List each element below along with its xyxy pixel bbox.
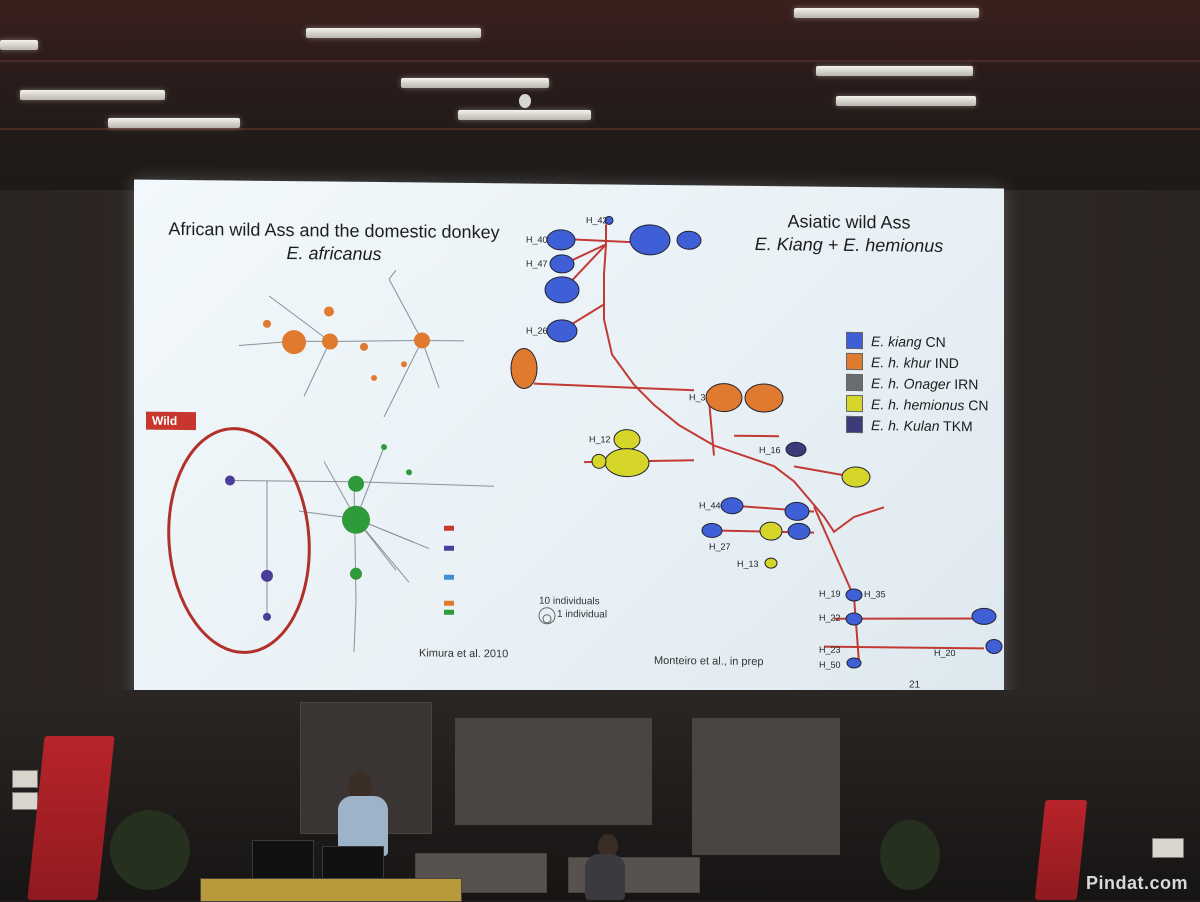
plant [110,810,190,890]
legend-row-kulan: E. h. Kulan TKM [846,414,989,436]
ceiling-light [816,66,973,76]
scale-key: 10 individuals 1 individual [539,596,607,621]
blue-haplotype-node [785,502,809,520]
species-legend: E. kiang CN E. h. khur IND E. h. Onager … [846,330,989,436]
ceiling-light [108,118,240,128]
legend-row-kiang: E. kiang CN [846,330,989,352]
blue-haplotype-node [846,589,862,601]
haplotype-label: H_50 [819,660,841,670]
haplotype-label: H_35 [864,589,886,599]
blue-haplotype-node [547,230,575,250]
wall-sign [1152,838,1184,858]
credit-right: Monteiro et al., in prep [654,655,763,668]
watermark: Pindat.com [1086,873,1188,894]
legend-row-onager: E. h. Onager IRN [846,372,989,394]
blue-haplotype-node [547,320,577,342]
blue-haplotype-node [788,523,810,539]
stage [0,690,1200,900]
wall-sign [12,792,38,810]
orange-haplotype-node [745,384,783,412]
ceiling-light [794,8,979,18]
kulan-haplotype-node [786,442,806,456]
haplotype-label: H_16 [759,445,781,455]
ceiling-light [458,110,591,120]
legend-swatch-grey [846,374,863,391]
scale-key-small: 1 individual [539,609,607,621]
whiteboard [692,718,840,855]
legend-text: E. kiang CN [871,333,946,350]
security-camera [519,94,531,108]
monitor [252,840,314,882]
blue-haplotype-node [702,523,722,537]
slide-page-number: 21 [909,680,920,691]
blue-haplotype-node [630,225,670,255]
haplotype-label: H_42 [586,215,608,225]
yellow-haplotype-node [592,454,606,468]
projection-screen: African wild Ass and the domestic donkey… [134,179,1004,710]
ceiling-light [401,78,549,88]
haplotype-label: H_26 [526,326,548,336]
blue-haplotype-node [721,498,743,514]
legend-swatch-yellow [846,395,863,412]
legend-text: E. h. Onager IRN [871,375,978,392]
yellow-haplotype-node [760,522,782,540]
yellow-haplotype-node [765,558,777,568]
red-banner [27,736,114,900]
ceiling-beam [0,128,1200,130]
blue-haplotype-node [972,608,996,624]
haplotype-label: H_44 [699,500,721,510]
ceiling-light [0,40,38,50]
orange-haplotype-node [511,348,537,388]
blue-haplotype-node [545,277,579,303]
haplotype-network-right: H_42 H_40 H_47 H_26 H_3 H_12 H_16 H_44 H… [134,179,1004,710]
scale-key-large: 10 individuals [539,596,607,608]
yellow-haplotype-node [614,429,640,449]
legend-text: E. h. hemionus CN [871,396,989,413]
legend-row-khur: E. h. khur IND [846,351,989,373]
legend-text: E. h. khur IND [871,354,959,371]
haplotype-label: H_22 [819,613,841,623]
ceiling [0,0,1200,190]
legend-row-hemionus: E. h. hemionus CN [846,393,989,415]
audience-body [585,854,625,900]
haplotype-label: H_13 [737,559,759,569]
haplotype-label: H_27 [709,541,731,551]
haplotype-label: H_12 [589,434,611,444]
podium-desk [200,878,462,902]
haplotype-label: H_23 [819,645,841,655]
blue-haplotype-node [550,255,574,273]
legend-swatch-orange [846,353,863,370]
legend-swatch-navy [846,416,863,433]
legend-text: E. h. Kulan TKM [871,417,973,434]
haplotype-label: H_20 [934,648,956,658]
yellow-haplotype-node [842,467,870,487]
ceiling-light [836,96,976,106]
blue-haplotype-node [986,639,1002,653]
yellow-haplotype-node [605,448,649,476]
ceiling-light [306,28,481,38]
haplotype-label: H_19 [819,589,841,599]
haplotype-label: H_47 [526,259,548,269]
ceiling-light [20,90,165,100]
blue-haplotype-node [847,658,861,668]
red-banner [1035,800,1088,900]
legend-swatch-blue [846,332,863,349]
whiteboard [455,718,652,825]
haplotype-label: H_40 [526,235,548,245]
wall-sign [12,770,38,788]
credit-left: Kimura et al. 2010 [419,647,508,660]
blue-haplotype-node [677,231,701,249]
ceiling-beam [0,60,1200,62]
haplotype-label: H_3 [689,392,706,402]
blue-haplotype-node [846,613,862,625]
plant [880,820,940,890]
orange-haplotype-node [706,383,742,411]
